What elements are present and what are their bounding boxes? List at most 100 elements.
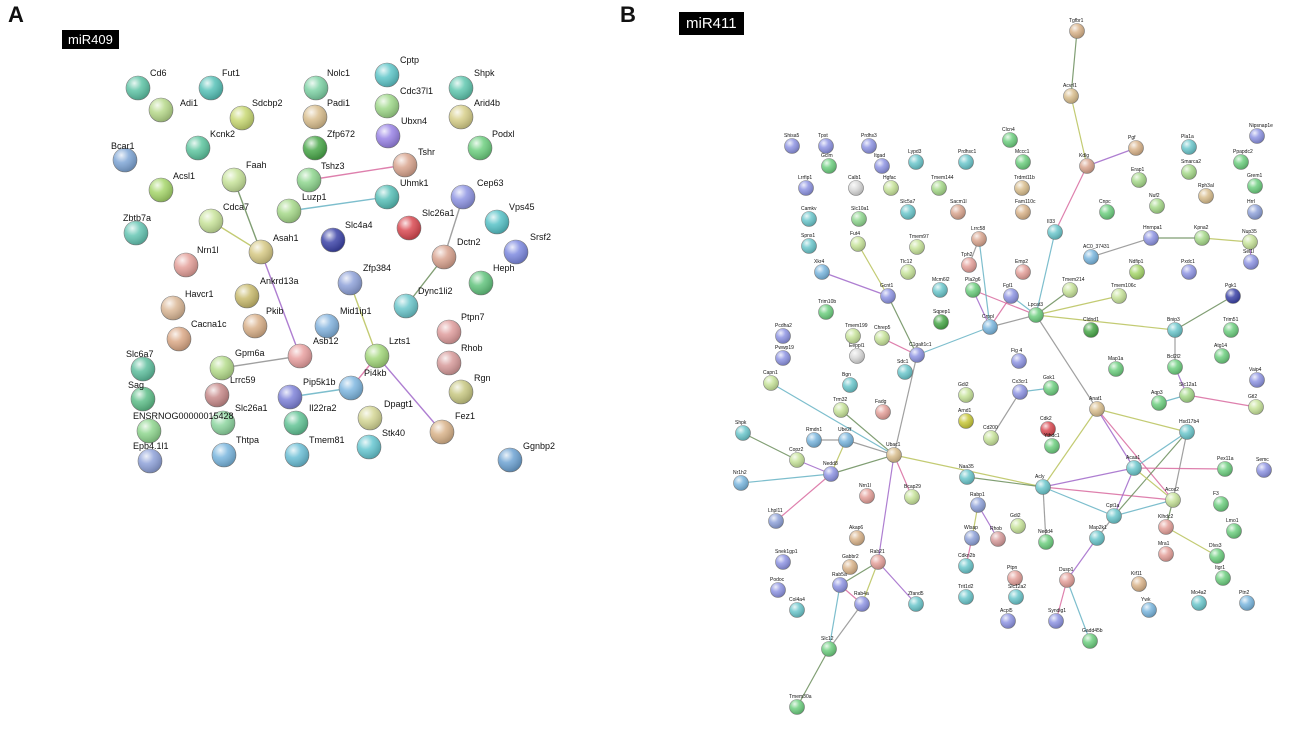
node-uhmk1[interactable]: Uhmk1 <box>374 178 429 210</box>
node-emp2[interactable]: Emp2 <box>1015 259 1031 280</box>
node-ptpn[interactable]: Ptpn <box>1007 565 1023 586</box>
node-epb4-1l1[interactable]: Epb4.1l1 <box>133 441 169 474</box>
node-bcl2l2[interactable]: Bcl2l2 <box>1167 354 1183 375</box>
node-slc4a4[interactable]: Slc4a4 <box>320 220 373 253</box>
node-tshr[interactable]: Tshr <box>392 147 435 178</box>
node-rabp1[interactable]: Rabp1 <box>970 492 986 513</box>
node-ensrnog00000015428[interactable]: ENSRNOG00000015428 <box>133 411 234 444</box>
node-copz2[interactable]: Copz2 <box>789 447 805 468</box>
node-fut4[interactable]: Fut4 <box>850 231 866 252</box>
node-lypd3[interactable]: Lypd3 <box>908 149 924 170</box>
node-nrn1l[interactable]: Nrn1l <box>859 483 875 504</box>
node-ankrd13a[interactable]: Ankrd13a <box>234 276 299 309</box>
node-zfp672[interactable]: Zfp672 <box>302 129 355 161</box>
node-dctn2[interactable]: Dctn2 <box>431 237 481 270</box>
node-akap6[interactable]: Akap6 <box>849 525 865 546</box>
node-faah[interactable]: Faah <box>221 160 267 193</box>
node-anat1[interactable]: Anat1 <box>1089 396 1105 417</box>
node-tmem81[interactable]: Tmem81 <box>284 435 345 468</box>
node-rph3al[interactable]: Rph3al <box>1198 183 1214 204</box>
node-fut1[interactable]: Fut1 <box>198 68 240 101</box>
node-gtl2[interactable]: Gtl2 <box>1248 394 1264 415</box>
node-sel1l[interactable]: Sel1l <box>1243 249 1259 270</box>
node-nedd8[interactable]: Nedd8 <box>823 461 839 482</box>
node-grem1[interactable]: Grem1 <box>1247 173 1263 194</box>
node-cacna1c[interactable]: Cacna1c <box>166 319 227 352</box>
node-rab5a[interactable]: Rab5a <box>832 572 848 593</box>
node-trim10b[interactable]: Trim10b <box>818 299 836 320</box>
node-zfp384[interactable]: Zfp384 <box>337 263 391 296</box>
node-tshz3[interactable]: Tshz3 <box>296 161 345 193</box>
node-naa35[interactable]: Naa35 <box>959 464 975 485</box>
node-padi1[interactable]: Padi1 <box>302 98 350 130</box>
node-pla1a[interactable]: Pla1a <box>1181 134 1197 155</box>
node-tmem30a[interactable]: Tmem30a <box>789 694 812 715</box>
node-ubac1[interactable]: Ubac1 <box>886 442 902 463</box>
node-bcar1[interactable]: Bcar1 <box>111 141 138 173</box>
node-atg14[interactable]: Atg14 <box>1214 343 1230 364</box>
node-il22ra2[interactable]: Il22ra2 <box>283 403 337 436</box>
node-ythdc1[interactable]: Ythdc1 <box>1044 433 1060 454</box>
node-itgr1[interactable]: Itgr1 <box>1215 565 1231 586</box>
node-fadg[interactable]: Fadg <box>875 399 891 420</box>
node-cptp[interactable]: Cptp <box>374 55 419 88</box>
node-mid1ip1[interactable]: Mid1ip1 <box>314 306 372 339</box>
node-kdlg[interactable]: Kdlg <box>1079 153 1095 174</box>
node-mcm6l2[interactable]: Mcm6l2 <box>932 277 950 298</box>
node-luzp1[interactable]: Luzp1 <box>276 192 327 224</box>
node-map2k1[interactable]: Map2k1 <box>1089 525 1107 546</box>
node-ppapdc2[interactable]: Ppapdc2 <box>1233 149 1253 170</box>
node-dusp1[interactable]: Dusp1 <box>1059 567 1075 588</box>
node-cdk2[interactable]: Cdk2 <box>1040 416 1056 437</box>
node-lrrc58[interactable]: Lrrc58 <box>971 226 987 247</box>
node-cldnd1[interactable]: Cldnd1 <box>1083 317 1099 338</box>
node-mo4a2[interactable]: Mo4a2 <box>1191 590 1207 611</box>
node-asah1[interactable]: Asah1 <box>248 233 299 265</box>
node-heph[interactable]: Heph <box>468 263 515 296</box>
node-hgfac[interactable]: Hgfac <box>883 175 899 196</box>
node-havcr1[interactable]: Havcr1 <box>160 289 214 321</box>
node-kcnk2[interactable]: Kcnk2 <box>185 129 235 161</box>
node-ubxn4[interactable]: Ubxn4 <box>375 116 427 149</box>
node-cdca7[interactable]: Cdca7 <box>198 202 249 234</box>
node-col4a4[interactable]: Col4a4 <box>789 597 805 618</box>
node-lpcat3[interactable]: Lpcat3 <box>1028 302 1044 323</box>
node-cx3cr1[interactable]: Cx3cr1 <box>1012 379 1028 400</box>
node-smarca2[interactable]: Smarca2 <box>1181 159 1201 180</box>
node-kif11[interactable]: Kif11 <box>1131 571 1147 592</box>
node-c1galt1c1[interactable]: C1galt1c1 <box>909 342 932 363</box>
node-gabbr2[interactable]: Gabbr2 <box>842 554 859 575</box>
node-slc5a7[interactable]: Slc5a7 <box>900 199 916 220</box>
node-tpst[interactable]: Tpst <box>818 133 834 154</box>
node-shpk[interactable]: Shpk <box>735 420 751 441</box>
node-pwwp19[interactable]: Pwwp19 <box>775 345 794 366</box>
node-tmem144[interactable]: Tmem144 <box>931 175 954 196</box>
node-lmo1[interactable]: Lmo1 <box>1226 518 1242 539</box>
node-gcnt1[interactable]: Gcnt1 <box>880 283 896 304</box>
node-ac0-37431[interactable]: AC0_37431 <box>1083 244 1110 265</box>
node-cd6[interactable]: Cd6 <box>125 68 167 101</box>
node-semc[interactable]: Semc <box>1256 457 1272 478</box>
node-lhpl11[interactable]: Lhpl11 <box>768 508 784 529</box>
node-aqp3[interactable]: Aqp3 <box>1151 390 1167 411</box>
node-pgk1[interactable]: Pgk1 <box>1225 283 1241 304</box>
node-fez1[interactable]: Fez1 <box>429 411 475 445</box>
node-tgfbr1[interactable]: Tgfbr1 <box>1069 18 1085 39</box>
node-hsd17b4[interactable]: Hsd17b4 <box>1179 419 1199 440</box>
node-acox2[interactable]: Acox2 <box>1165 487 1181 508</box>
node-sag[interactable]: Sag <box>128 380 156 412</box>
node-pex11a[interactable]: Pex11a <box>1217 456 1234 477</box>
node-cdc37l1[interactable]: Cdc37l1 <box>374 86 433 119</box>
node-bcap29[interactable]: Bcap29 <box>904 484 921 505</box>
node-cpt1a[interactable]: Cpt1a <box>1106 503 1122 524</box>
node-rab4a[interactable]: Rab4a <box>854 591 870 612</box>
node-calb1[interactable]: Calb1 <box>848 175 864 196</box>
node-slc26a1[interactable]: Slc26a1 <box>396 208 455 241</box>
node-acly[interactable]: Acly <box>1035 474 1051 495</box>
node-srsf2[interactable]: Srsf2 <box>503 232 551 265</box>
node-podxl[interactable]: Podxl <box>467 129 515 161</box>
node-cep63[interactable]: Cep63 <box>450 178 504 210</box>
node-pip5k1b[interactable]: Pip5k1b <box>277 377 336 410</box>
node-dync1li2[interactable]: Dync1li2 <box>393 286 453 319</box>
node-capn1[interactable]: Capn1 <box>763 370 779 391</box>
